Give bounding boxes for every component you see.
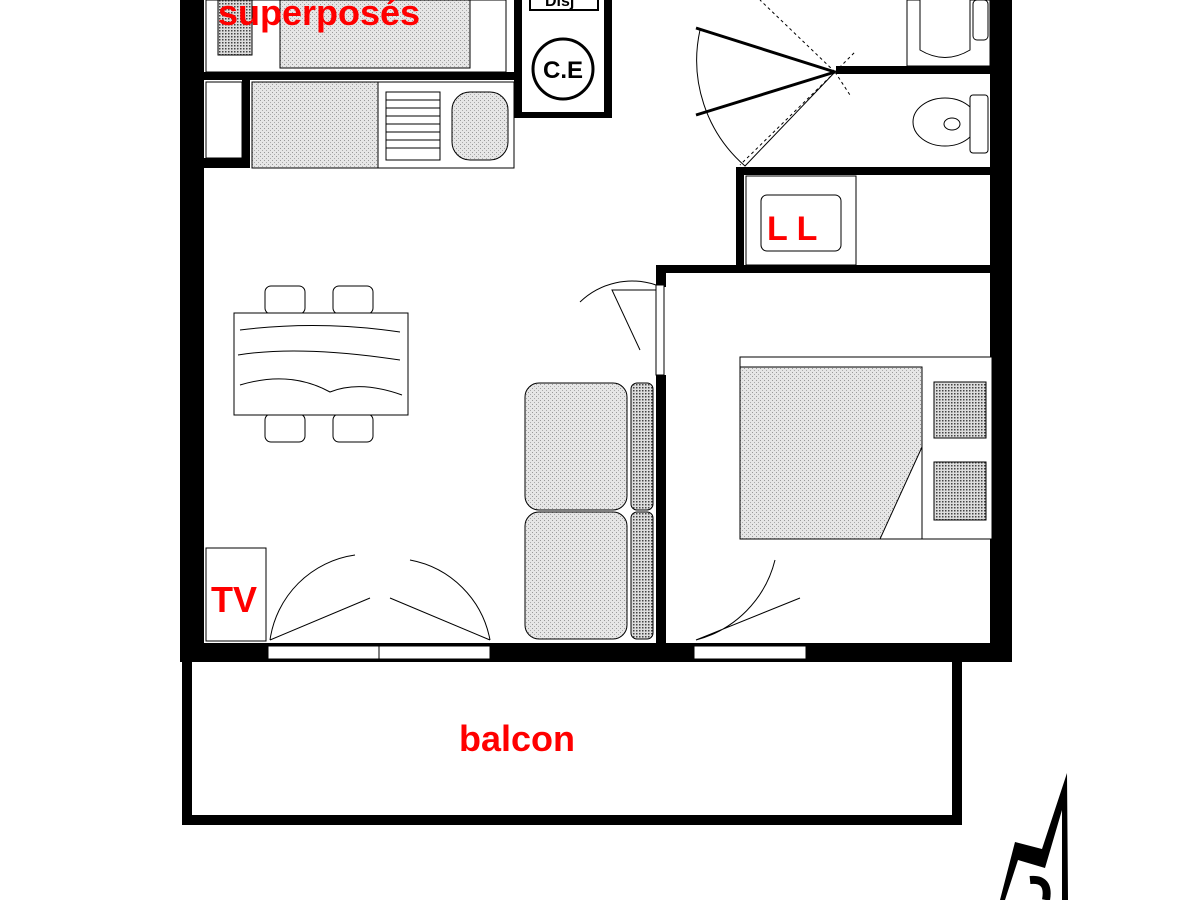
- breaker-label: Disj: [545, 0, 574, 10]
- utility-closet: Disj C.E: [529, 0, 599, 101]
- bathroom-fixtures: [906, 0, 991, 154]
- balcony-label: balcon: [459, 718, 575, 759]
- sofa: [524, 382, 654, 640]
- walls: [180, 0, 1012, 662]
- bunk-beds-label: superposés: [218, 0, 420, 33]
- kitchen-counter: [205, 81, 515, 169]
- spiral-staircase: [695, 0, 856, 167]
- tv-cabinet: TV: [205, 547, 267, 642]
- water-heater-label: C.E: [543, 57, 583, 84]
- washing-machine-label: L L: [767, 210, 817, 248]
- tv-label: TV: [211, 579, 257, 620]
- balcony: balcon: [182, 662, 962, 825]
- bunk-beds: superposés: [205, 0, 507, 73]
- north-arrow-icon: [1000, 773, 1068, 900]
- double-bed: [739, 356, 993, 540]
- washing-machine: L L: [745, 175, 857, 266]
- toilet-icon: [912, 94, 989, 154]
- dining-table: [233, 285, 409, 443]
- doors: [269, 280, 801, 641]
